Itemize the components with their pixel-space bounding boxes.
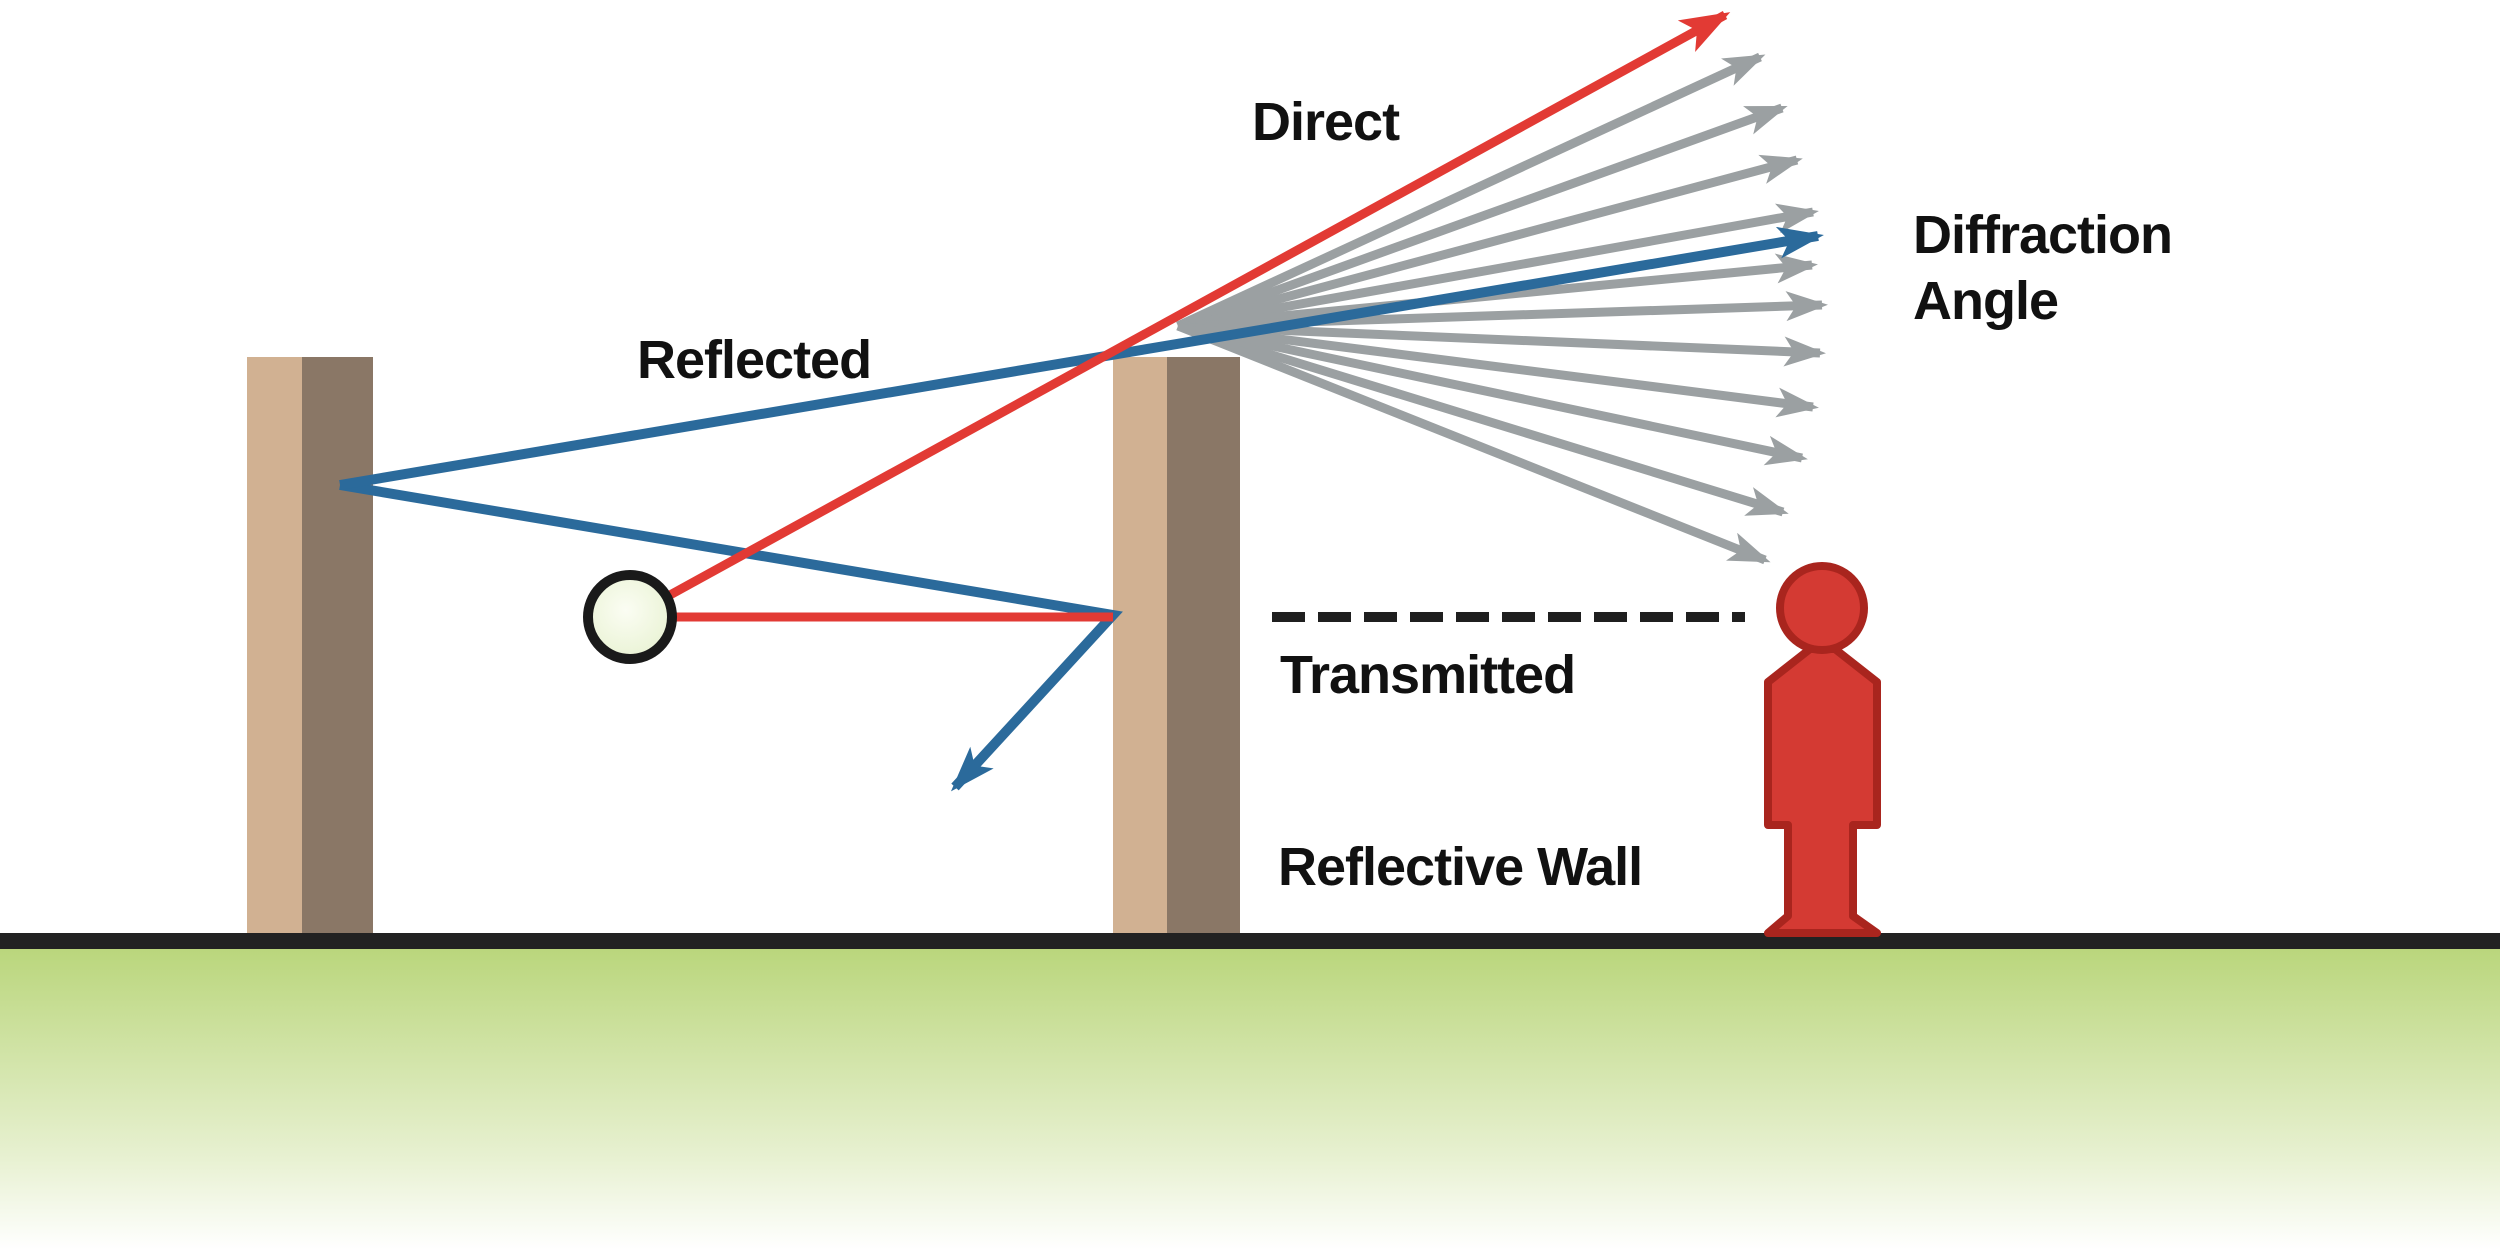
diffracted-ray-8 [1177, 321, 1819, 418]
left-wall-dark-face [302, 357, 373, 933]
person-figure [1764, 562, 1881, 937]
person-body [1764, 645, 1881, 937]
label-reflective-wall: Reflective Wall [1278, 837, 1642, 897]
label-diffraction-angle-line1: Diffraction [1913, 205, 2172, 265]
direct-ray [627, 11, 1731, 621]
diffracted-ray-5 [1177, 253, 1818, 331]
left-wall [247, 357, 373, 933]
reflected-ray-diffracted-blue [339, 226, 1824, 490]
diffracted-ray-3 [1176, 154, 1803, 331]
reflective-wall [1113, 357, 1240, 933]
left-wall-light-face [247, 357, 302, 933]
diffracted-ray-9 [1177, 321, 1808, 466]
diffracted-ray-1 [1176, 52, 1766, 331]
ground-line [0, 933, 2500, 949]
reflective-wall-light-face [1113, 357, 1167, 933]
person-head [1776, 562, 1868, 654]
label-direct: Direct [1252, 92, 1400, 152]
reflective-wall-dark-face [1167, 357, 1240, 933]
label-transmitted: Transmitted [1280, 645, 1575, 705]
reflected-ray-to-wall-and-exit-arrow [339, 480, 1123, 792]
diffracted-ray-11 [1176, 321, 1771, 565]
diffracted-ray-10 [1176, 321, 1789, 517]
diffracted-ray-4 [1177, 203, 1819, 331]
label-reflected: Reflected [637, 330, 871, 390]
diffracted-ray-2 [1176, 103, 1788, 331]
grass [0, 949, 2500, 1250]
signal-source [583, 570, 677, 664]
label-diffraction-angle-line2: Angle [1913, 271, 2058, 331]
